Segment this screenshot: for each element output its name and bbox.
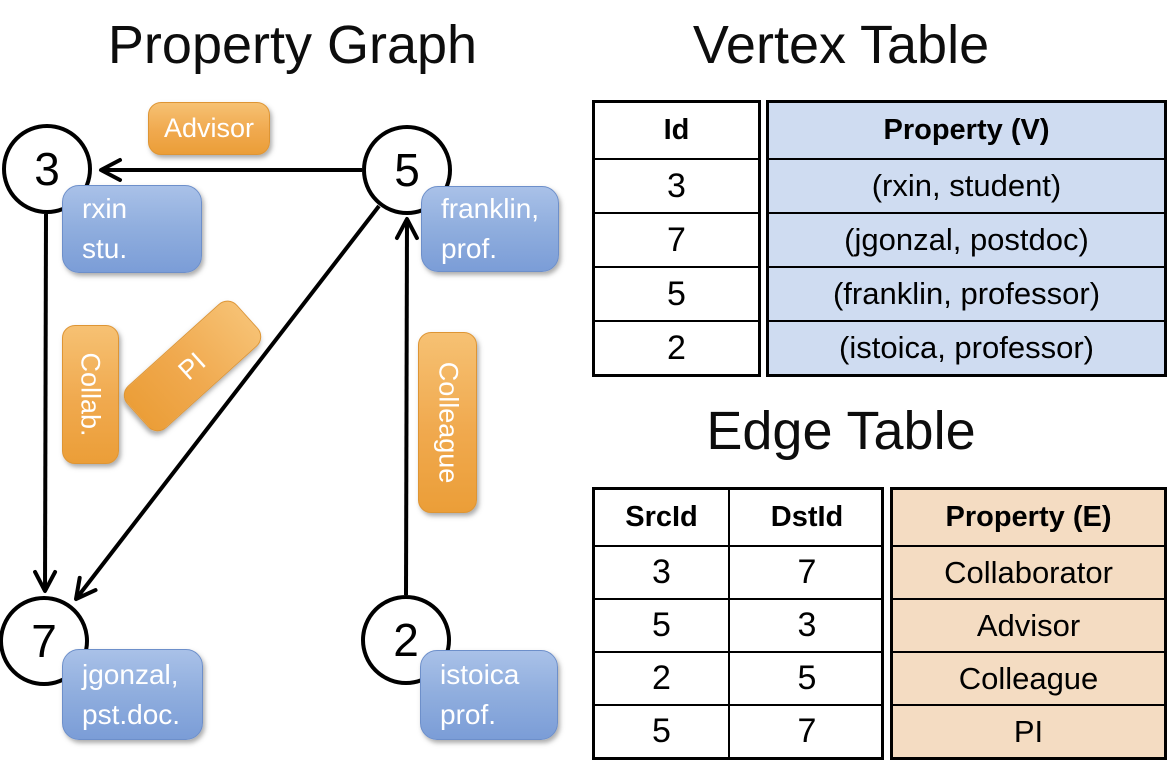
vertex-table-header-property: Property (V) [883,114,1050,146]
vertex-table-cell-property: (franklin, professor) [769,266,1164,320]
vertex-table-property-column: Property (V) (rxin, student) (jgonzal, p… [766,100,1167,377]
edge-label-text: Colleague [433,361,463,484]
edge-table-header-property: Property (E) [945,501,1112,533]
edge-table-cell-dstid: 3 [728,598,884,651]
edge-table-cell-dstid: 5 [728,651,884,704]
edge-table: SrcId DstId 3 7 5 3 2 5 5 7 Property (E)… [592,487,1167,760]
node-id-label: 7 [31,615,57,667]
vertex-property-line: rxin [82,193,128,224]
edge-label-colleague: Colleague [418,332,477,513]
vertex-property-box-franklin: franklin, prof. [421,186,559,272]
node-id-label: 5 [394,144,420,196]
edge-table-cell-srcid: 3 [595,545,728,598]
edge-table-cell-property: PI [893,704,1164,757]
vertex-property-box-rxin: rxin stu. [62,185,202,273]
vertex-table-cell-property: (rxin, student) [769,158,1164,212]
vertex-table-cell-id: 3 [595,158,758,212]
edge-table-cell-property: Colleague [893,651,1164,704]
vertex-property-line: pst.doc. [82,698,181,730]
vertex-table-title: Vertex Table [692,15,990,75]
vertex-table-cell-id: 2 [595,320,758,374]
edge-label-text: PI [172,345,212,386]
edge-table-cell-srcid: 5 [595,598,728,651]
edge-table-cell-srcid: 5 [595,704,728,757]
edge-label-pi: PI [118,295,267,437]
property-graph-title: Property Graph [107,15,478,75]
vertex-table-cell-id: 5 [595,266,758,320]
vertex-property-line: prof. [441,233,498,264]
edge-table-property-column: Property (E) Collaborator Advisor Collea… [890,487,1167,760]
vertex-property-line: franklin, [441,193,540,224]
vertex-property-line: stu. [82,233,128,264]
edge-label-text: Advisor [163,113,255,143]
vertex-table-cell-id: 7 [595,212,758,266]
node-id-label: 3 [34,143,60,195]
vertex-table-id-column: Id 3 7 5 2 [592,100,761,377]
vertex-table: Id 3 7 5 2 Property (V) (rxin, student) … [592,100,1167,377]
vertex-table-header-id: Id [663,114,690,146]
edge-table-title: Edge Table [706,401,976,461]
edge-table-cell-dstid: 7 [728,545,884,598]
edge-table-header-srcid: SrcId [625,501,698,533]
graph-node-5: 5 [362,125,452,215]
edge-table-header-dstid: DstId [728,490,884,545]
edge-table-cell-property: Collaborator [893,545,1164,598]
edge-label-collab: Collab. [62,325,119,464]
vertex-property-line: jgonzal, [82,658,179,690]
vertex-property-box-jgonzal: jgonzal, pst.doc. [62,649,203,740]
edge-arrow-colleague-2-to-5 [394,217,419,596]
edge-table-cell-dstid: 7 [728,704,884,757]
vertex-table-cell-property: (istoica, professor) [769,320,1164,374]
edge-arrow-collab-3-to-7 [33,213,58,593]
vertex-property-line: prof. [440,699,497,730]
edge-table-id-columns: SrcId DstId 3 7 5 3 2 5 5 7 [592,487,884,760]
edge-label-advisor: Advisor [148,102,270,155]
node-id-label: 2 [393,614,419,666]
edge-table-cell-srcid: 2 [595,651,728,704]
edge-label-text: Collab. [76,352,107,437]
graph-node-3: 3 [2,124,92,214]
vertex-property-line: istoica [440,659,520,690]
vertex-property-box-istoica: istoica prof. [420,650,558,740]
vertex-table-cell-property: (jgonzal, postdoc) [769,212,1164,266]
edge-table-cell-property: Advisor [893,598,1164,651]
